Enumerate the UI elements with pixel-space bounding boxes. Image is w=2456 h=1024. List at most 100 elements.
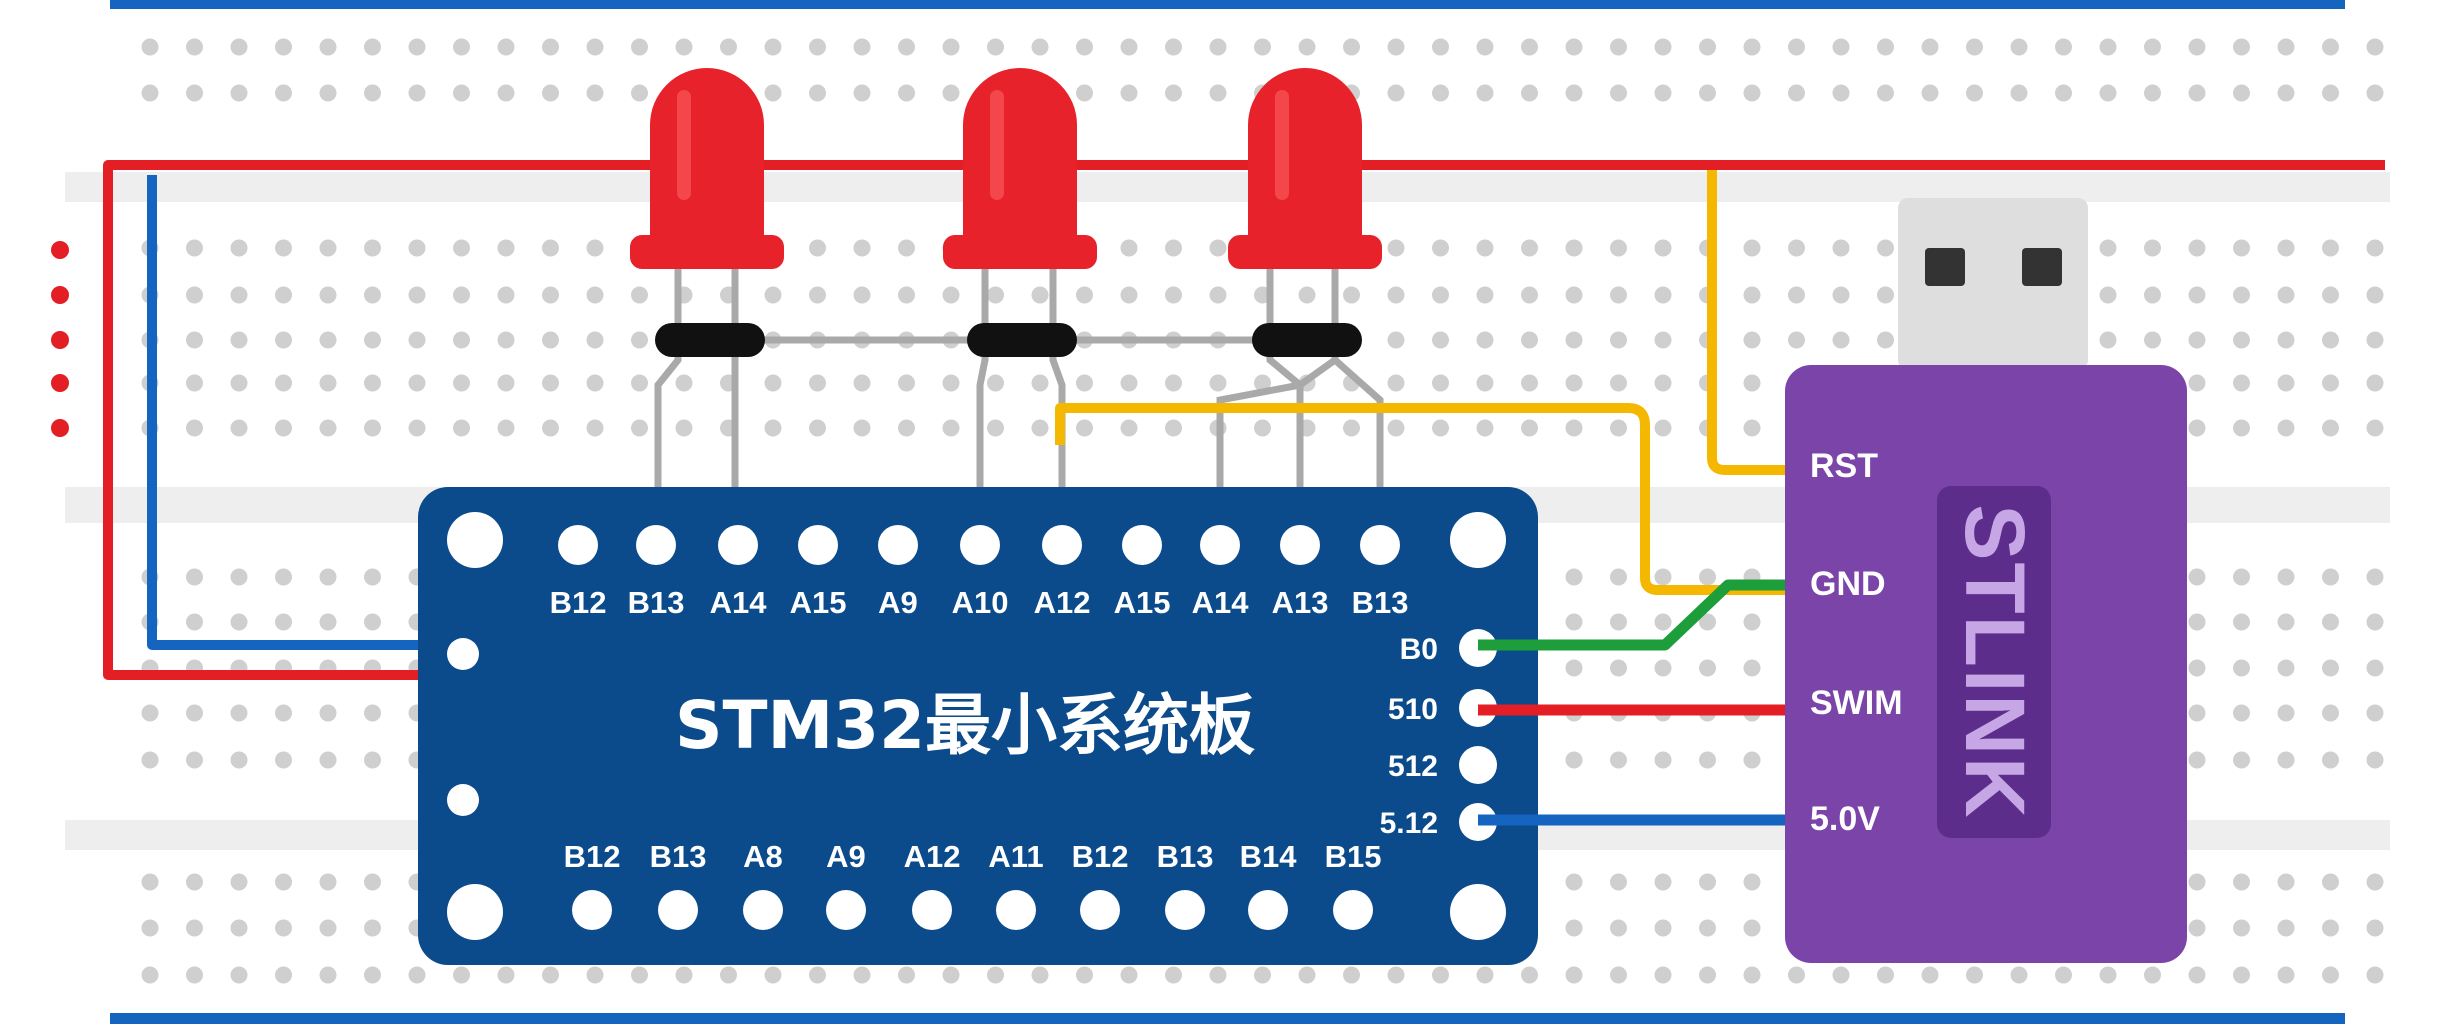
breadboard-hole	[2188, 613, 2206, 631]
board-top-pin	[798, 525, 838, 565]
breadboard-hole	[1966, 84, 1983, 102]
breadboard-hole	[364, 751, 381, 769]
breadboard-hole	[1076, 286, 1093, 304]
breadboard-hole	[898, 286, 915, 304]
breadboard-hole	[1521, 239, 1538, 257]
breadboard-hole	[1565, 568, 1583, 586]
breadboard-hole	[1565, 239, 1583, 257]
breadboard-hole	[2322, 873, 2339, 891]
breadboard-hole	[1432, 239, 1449, 257]
green-wire-gnd	[1478, 579, 1795, 651]
breadboard-hole	[408, 419, 426, 437]
breadboard-hole	[2277, 919, 2295, 937]
breadboard-hole	[141, 704, 159, 722]
breadboard-hole	[453, 84, 470, 102]
breadboard-hole	[1565, 419, 1583, 437]
breadboard-hole	[631, 38, 648, 56]
breadboard-hole	[1209, 374, 1227, 392]
breadboard-hole	[1209, 84, 1227, 102]
led	[943, 68, 1097, 269]
board-top-pin-label: A15	[1114, 585, 1171, 620]
breadboard-hole	[1209, 239, 1227, 257]
breadboard-hole	[1832, 286, 1850, 304]
breadboard-hole	[2322, 38, 2339, 56]
breadboard-hole	[631, 84, 648, 102]
breadboard-hole	[1743, 38, 1761, 56]
breadboard-hole	[2099, 966, 2117, 984]
breadboard-hole	[364, 966, 381, 984]
breadboard-hole	[1565, 751, 1583, 769]
breadboard-hole	[2188, 704, 2206, 722]
breadboard-hole	[2366, 568, 2384, 586]
breadboard-hole	[275, 919, 292, 937]
breadboard-hole	[364, 38, 381, 56]
board-bottom-pin-label: B12	[564, 839, 621, 874]
breadboard-hole	[1610, 38, 1627, 56]
breadboard-hole	[586, 374, 604, 392]
breadboard-hole	[2366, 966, 2384, 984]
breadboard-hole	[230, 374, 248, 392]
breadboard-hole	[542, 419, 559, 437]
top-power-rail	[110, 0, 2345, 9]
breadboard-hole	[2233, 613, 2250, 631]
board-top-pin	[960, 525, 1000, 565]
breadboard-hole	[275, 568, 292, 586]
breadboard-hole	[764, 286, 782, 304]
breadboard-hole	[1387, 239, 1405, 257]
breadboard-hole	[1788, 286, 1805, 304]
breadboard-hole	[2144, 84, 2161, 102]
breadboard-hole	[2099, 239, 2117, 257]
yellow-wire-rst	[1707, 170, 1795, 475]
breadboard-hole	[2233, 84, 2250, 102]
breadboard-hole	[1076, 38, 1093, 56]
breadboard-hole	[1120, 38, 1138, 56]
breadboard-hole	[1699, 873, 1716, 891]
breadboard-hole	[631, 966, 648, 984]
breadboard-hole	[1120, 966, 1138, 984]
breadboard-hole	[186, 873, 203, 891]
breadboard-hole	[275, 38, 292, 56]
breadboard-hole	[1743, 419, 1761, 437]
breadboard-hole	[1432, 966, 1449, 984]
board-top-pin	[1042, 525, 1082, 565]
breadboard-hole	[319, 286, 337, 304]
breadboard-hole	[898, 419, 915, 437]
breadboard-hole	[2188, 239, 2206, 257]
breadboard-hole	[1966, 966, 1983, 984]
breadboard-hole	[497, 331, 515, 349]
led	[630, 68, 784, 269]
breadboard-hole	[275, 286, 292, 304]
breadboard-hole	[364, 419, 381, 437]
breadboard-hole	[186, 613, 203, 631]
breadboard-hole	[2322, 659, 2339, 677]
breadboard-hole	[2322, 704, 2339, 722]
breadboard-hole	[1788, 966, 1805, 984]
breadboard-hole	[675, 419, 693, 437]
breadboard-hole	[1877, 239, 1894, 257]
breadboard-hole	[1565, 374, 1583, 392]
breadboard-hole	[453, 331, 470, 349]
board-bottom-pin-label: A12	[904, 839, 961, 874]
breadboard-hole	[230, 419, 248, 437]
breadboard-hole	[675, 374, 693, 392]
breadboard-hole	[1165, 38, 1182, 56]
breadboard-hole	[2233, 704, 2250, 722]
breadboard-hole	[1565, 331, 1583, 349]
breadboard-hole	[764, 84, 782, 102]
breadboard-hole	[319, 38, 337, 56]
breadboard-hole	[275, 704, 292, 722]
breadboard-hole	[2233, 919, 2250, 937]
breadboard-hole	[1832, 966, 1850, 984]
breadboard-hole	[453, 419, 470, 437]
board-top-pin-label: A10	[952, 585, 1009, 620]
stlink-pin-label: RST	[1810, 447, 1878, 485]
breadboard-hole	[275, 966, 292, 984]
breadboard-hole	[2099, 84, 2117, 102]
board-top-pin-label: B12	[550, 585, 607, 620]
breadboard-hole	[453, 966, 470, 984]
board-top-pin-label: A15	[790, 585, 847, 620]
breadboard-hole	[898, 38, 915, 56]
breadboard-hole	[1966, 38, 1983, 56]
breadboard-hole	[1076, 374, 1093, 392]
